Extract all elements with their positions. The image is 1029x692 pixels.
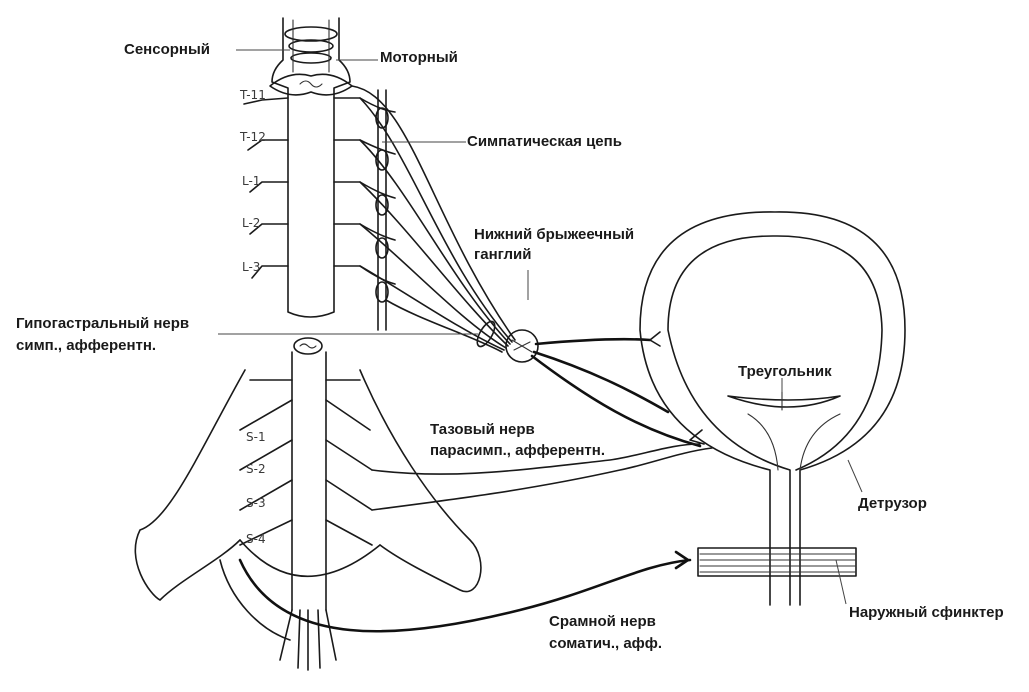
external-sphincter-drawing (698, 548, 856, 576)
segment-s1-label: S-1 (246, 430, 266, 444)
segment-t12-label: T-12 (240, 130, 266, 144)
pudendal-nerve-label-line1: Срамной нерв (549, 612, 656, 631)
sympathetic-chain-drawing (334, 90, 395, 330)
upper-spinal-cord (270, 18, 352, 317)
pelvic-nerve-label-line1: Тазовый нерв (430, 420, 535, 439)
detrusor-label: Детрузор (858, 494, 927, 513)
segment-l1-label: L-1 (242, 174, 260, 188)
segment-s2-label: S-2 (246, 462, 266, 476)
ganglion-to-bladder-fibres (532, 332, 700, 446)
segment-l2-label: L-2 (242, 216, 260, 230)
trigone-label: Треугольник (738, 362, 832, 381)
external-sphincter-label: Наружный сфинктер (849, 603, 1004, 622)
hypogastric-nerve-label-line2: симп., афферентн. (16, 336, 156, 355)
segment-l3-label: L-3 (242, 260, 260, 274)
motor-label: Моторный (380, 48, 458, 67)
pudendal-nerve-label-line2: соматич., афф. (549, 634, 662, 653)
pelvis-outline (135, 370, 481, 600)
segment-t11-label: T-11 (240, 88, 266, 102)
sensory-label: Сенсорный (124, 40, 210, 59)
pelvic-nerve-label-line2: парасимп., афферентн. (430, 441, 605, 460)
sympathetic-chain-label: Симпатическая цепь (467, 132, 622, 151)
ganglion-label-line1: Нижний брыжеечный (474, 225, 634, 244)
segment-s3-label: S-3 (246, 496, 266, 510)
hypogastric-nerve-label-line1: Гипогастральный нерв (16, 314, 189, 333)
thoracolumbar-left-roots (244, 98, 288, 278)
segment-s4-label: S-4 (246, 532, 266, 546)
bladder-drawing (640, 212, 905, 605)
ganglion-label-line2: ганглий (474, 245, 532, 264)
